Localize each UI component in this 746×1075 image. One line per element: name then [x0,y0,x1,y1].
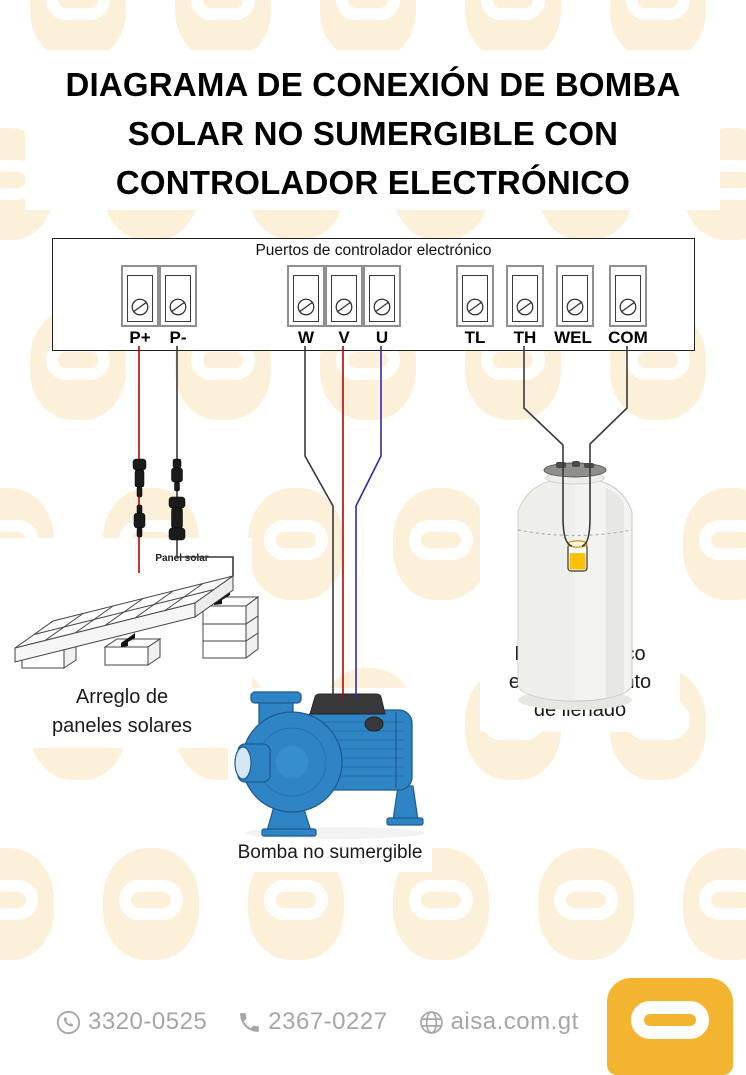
whatsapp-contact: 3320-0525 [55,1008,207,1036]
logo-ring-icon [631,1001,709,1039]
terminal-cavity [331,275,357,322]
screw-icon [169,298,187,316]
whatsapp-icon [56,1010,81,1034]
terminal-com [609,265,647,327]
port-label-p-plus: P+ [129,328,151,347]
watermark-ring-icon [119,880,183,920]
terminal-tl [456,265,494,327]
terminal-cavity [293,275,319,322]
controller-title: Puertos de controlador electrónico [255,242,492,259]
watermark-logo-tile [393,488,489,600]
watermark-ring-icon [0,880,38,920]
terminal-cavity [165,275,191,322]
title-backer [25,50,720,210]
screw-icon [297,298,315,316]
terminal-cavity [615,275,641,322]
watermark-ring-icon [409,520,473,560]
screw-icon [373,298,391,316]
brand-logo [607,978,733,1075]
screw-icon [516,298,534,316]
terminal-u [363,265,401,327]
watermark-logo-tile [683,848,746,960]
watermark-ring-icon [626,0,690,20]
terminal-p-minus [159,265,197,327]
solar-array-caption: Arreglo de paneles solares [51,686,193,737]
port-label-tl: TL [464,328,486,347]
terminal-w [287,265,325,327]
watermark-ring-icon [699,520,746,560]
watermark-ring-icon [46,0,110,20]
watermark-logo-tile [248,488,344,600]
screw-icon [131,298,149,316]
watermark-ring-icon [699,880,746,920]
watermark-logo-tile [538,848,634,960]
website-url: aisa.com.gt [450,1008,579,1035]
screw-icon [466,298,484,316]
port-label-v: V [338,328,350,347]
port-label-u: U [375,328,389,347]
terminal-th [506,265,544,327]
page-title: DIAGRAMA DE CONEXIÓN DE BOMBA SOLAR NO S… [65,66,681,201]
watermark-ring-icon [554,880,618,920]
watermark-ring-icon [481,0,545,20]
watermark-logo-tile [0,848,54,960]
watermark-logo-tile [103,848,199,960]
terminal-cavity [127,275,153,322]
footer-contacts: 3320-0525 2367-0227 aisa.com.gt [55,1008,579,1036]
terminal-cavity [369,275,395,322]
screw-icon [566,298,584,316]
terminal-cavity [562,275,588,322]
phone-number: 2367-0227 [268,1008,388,1035]
phone-icon [240,1012,260,1032]
screw-icon [335,298,353,316]
port-label-p-minus: P- [169,328,187,347]
website-contact: aisa.com.gt [418,1008,579,1036]
port-label-com: COM [608,328,648,347]
phone-contact: 2367-0227 [237,1008,387,1036]
watermark-ring-icon [264,520,328,560]
watermark-ring-icon [336,0,400,20]
port-label-th: TH [513,328,537,347]
screw-icon [619,298,637,316]
pump-caption: Bomba no sumergible [237,842,423,863]
terminal-p-plus [121,265,159,327]
port-label-w: W [297,328,315,347]
watermark-ring-icon [264,880,328,920]
watermark-logo-tile [683,488,746,600]
panel-tag-label: Panel solar [155,553,209,564]
port-label-wel: WEL [554,328,592,347]
tank-caption: Flote en tinaco elevado o punto de llena… [508,643,652,721]
terminal-cavity [462,275,488,322]
terminal-wel [556,265,594,327]
watermark-ring-icon [409,880,473,920]
whatsapp-number: 3320-0525 [88,1008,208,1035]
watermark-ring-icon [191,0,255,20]
controller-box: Puertos de controlador electrónico P+ P-… [52,238,695,351]
terminal-cavity [512,275,538,322]
terminal-v [325,265,363,327]
globe-icon [419,1010,443,1034]
